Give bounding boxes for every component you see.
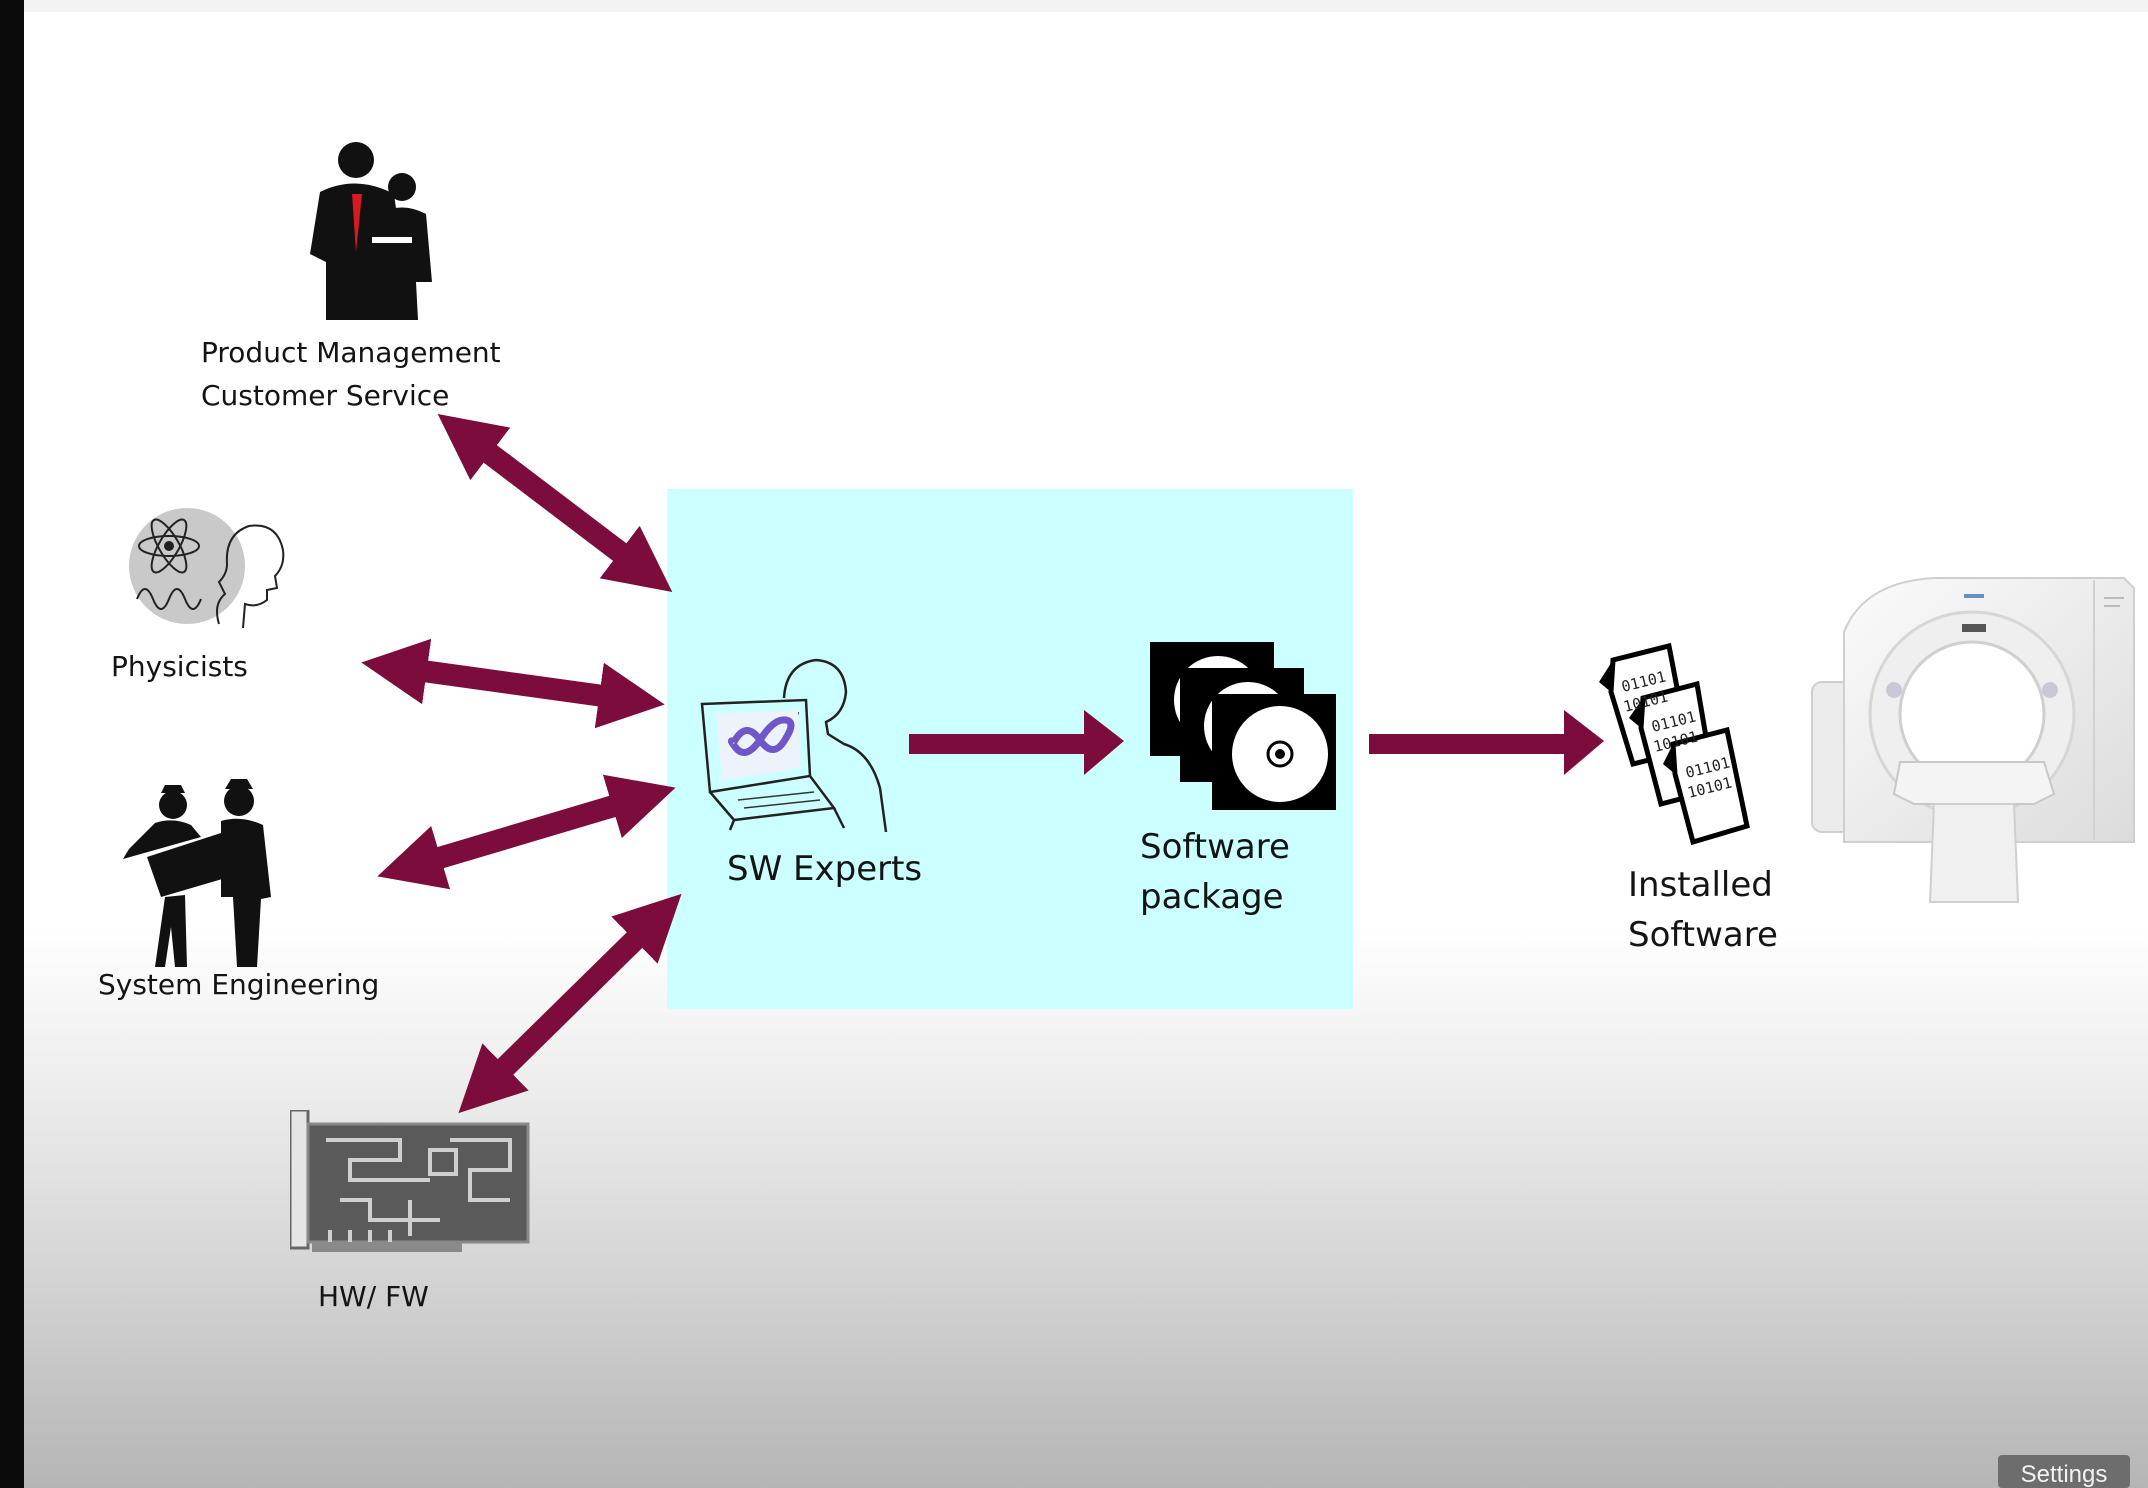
label-installed-software-line2: Software: [1628, 915, 1778, 955]
cd-package-icon: [1150, 642, 1336, 810]
label-product-management: Product Management: [201, 336, 501, 369]
arrow-system-sw: [377, 774, 676, 890]
arrows-layer: [361, 414, 1604, 1114]
label-installed-software-line1: Installed: [1628, 865, 1773, 905]
arrow-physicists-sw: [361, 638, 665, 729]
arrow-product-sw: [437, 414, 673, 592]
arrow-package-installed: [1369, 710, 1604, 775]
physicist-atom-icon: [129, 508, 285, 629]
label-sw-experts: SW Experts: [727, 849, 923, 889]
engineers-blueprint-icon: [123, 779, 271, 967]
top-strip: [24, 0, 2148, 12]
binary-files-icon: 01101 10101 01101 10101 01101 10101: [1599, 642, 1750, 846]
settings-button[interactable]: Settings: [1998, 1455, 2130, 1488]
label-customer-service: Customer Service: [201, 379, 450, 412]
label-system-engineering: System Engineering: [98, 968, 380, 1001]
arrow-experts-package: [909, 710, 1124, 775]
player-left-bar: [0, 0, 24, 1488]
developer-laptop-icon: [700, 658, 888, 833]
business-people-icon: [310, 142, 432, 320]
ct-scanner-icon: [1811, 577, 2135, 903]
label-physicists: Physicists: [111, 650, 248, 683]
label-software-package-line2: package: [1140, 877, 1284, 917]
label-software-package-line1: Software: [1140, 827, 1290, 867]
circuit-board-icon: [290, 1110, 530, 1252]
label-hw-fw: HW/ FW: [318, 1280, 429, 1313]
slide: Product Management Customer Service Phys…: [24, 12, 2148, 1488]
arrow-hw-sw: [458, 893, 682, 1114]
